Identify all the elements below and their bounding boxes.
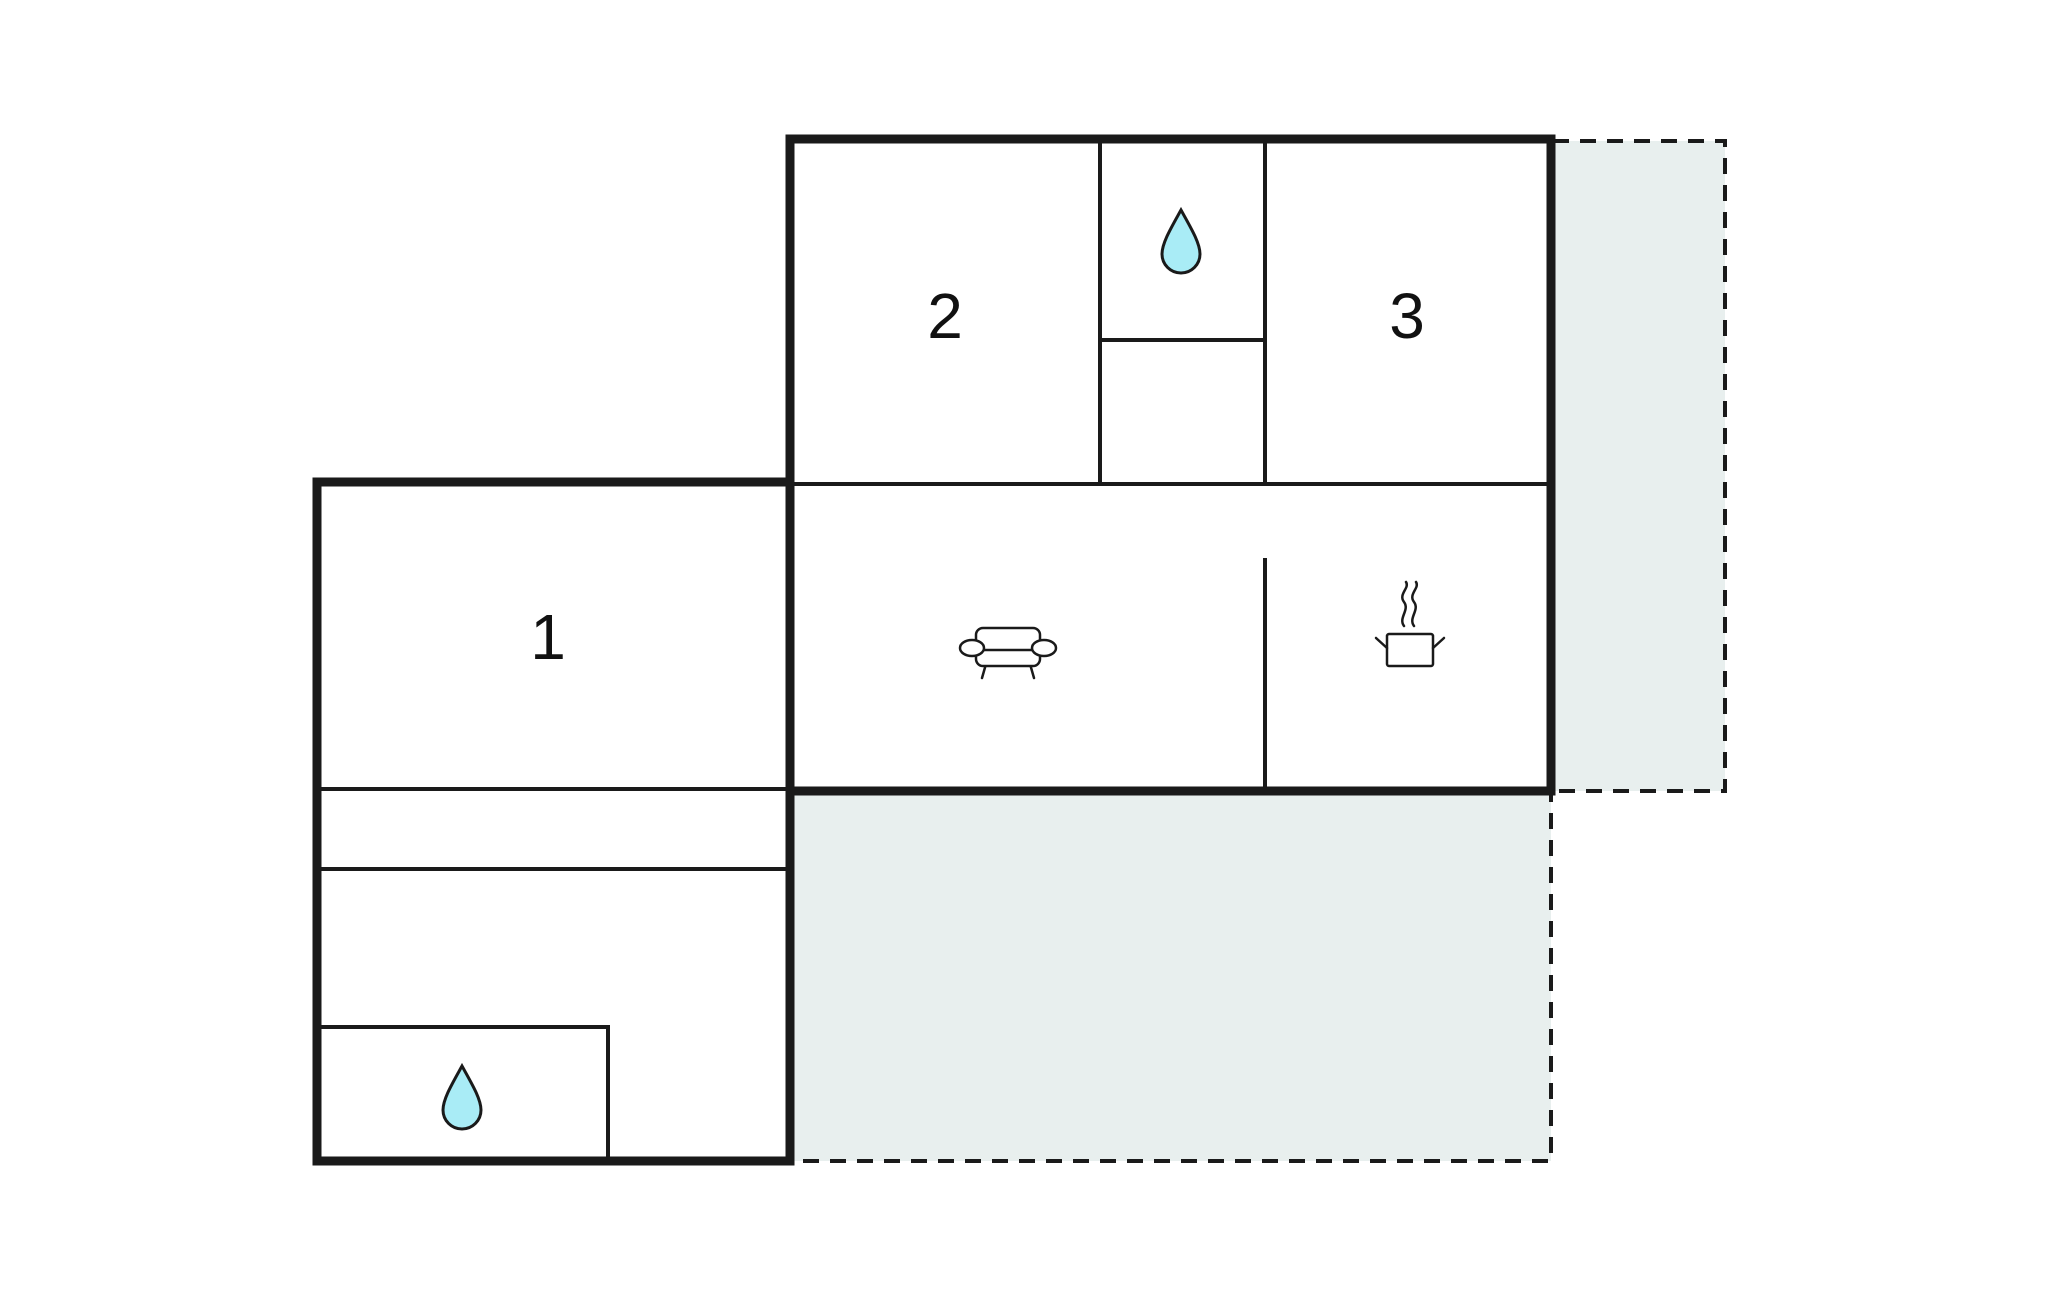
water-drop-icon xyxy=(441,1062,483,1131)
outer-wall-left-block xyxy=(312,477,795,1166)
water-drop-icon xyxy=(1160,206,1202,275)
sofa-icon xyxy=(958,626,1058,680)
terrace-bottom xyxy=(788,789,1553,1163)
room-label-3: 3 xyxy=(1389,280,1425,352)
wall-lower-bathroom xyxy=(317,1025,610,1161)
room-label-2: 2 xyxy=(927,280,963,352)
terrace-right xyxy=(1551,139,1727,793)
cooking-pot-icon xyxy=(1374,580,1446,668)
room-label-1: 1 xyxy=(530,601,566,673)
outer-wall-upper-block xyxy=(785,134,1556,796)
